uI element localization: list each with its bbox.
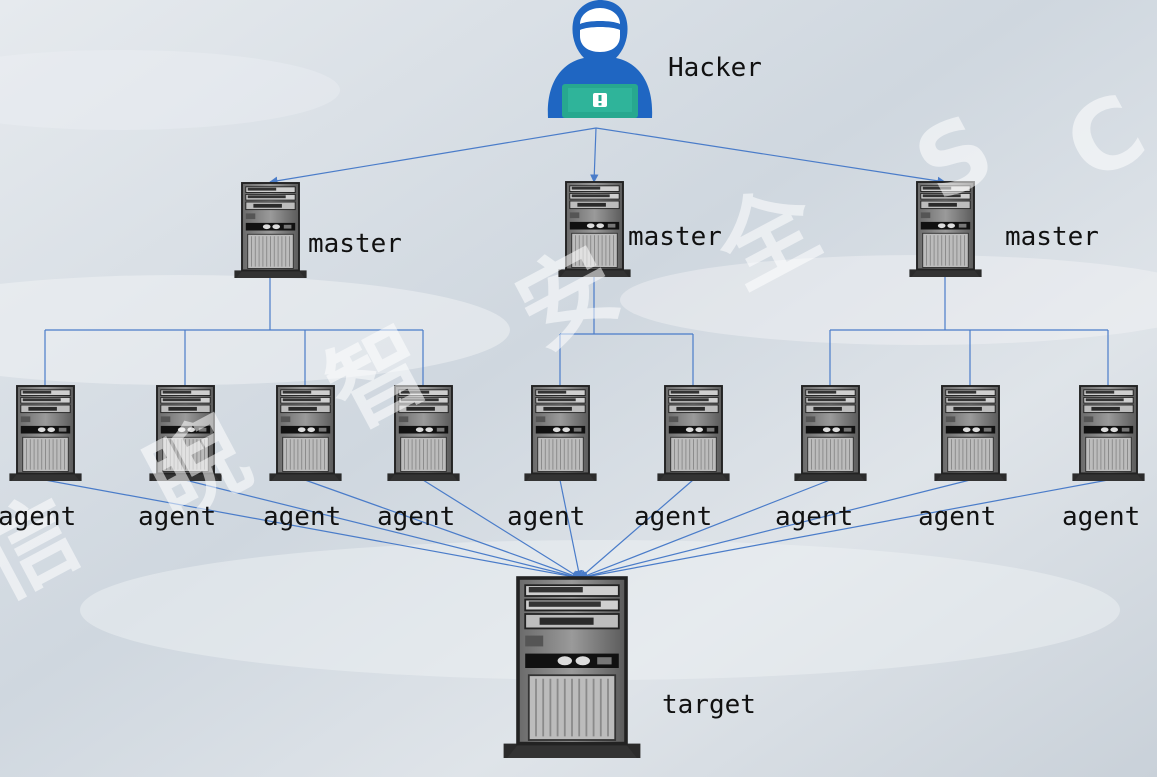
agent-server-icon	[1071, 385, 1146, 482]
target-label: target	[662, 690, 756, 720]
agent-label: agent	[0, 502, 77, 532]
agent-server-icon	[8, 385, 83, 482]
arrow-agent-to-target	[44, 479, 581, 581]
target-server-icon	[501, 576, 643, 760]
agent-label: agent	[634, 502, 713, 532]
arrow-hacker-to-master	[269, 127, 597, 185]
agent-label: agent	[1062, 502, 1141, 532]
agent-server-icon	[793, 385, 868, 482]
agent-server-icon	[268, 385, 343, 482]
hacker-icon	[547, 0, 653, 118]
agent-server-icon	[933, 385, 1008, 482]
arrow-agent-to-target	[559, 479, 583, 579]
agent-label: agent	[138, 502, 217, 532]
hacker-label: Hacker	[668, 53, 762, 83]
master-server-icon	[233, 182, 308, 279]
arrow-agent-to-target	[579, 479, 694, 579]
agent-server-icon	[656, 385, 731, 482]
agent-label: agent	[775, 502, 854, 532]
agent-server-icon	[523, 385, 598, 482]
arrow-hacker-to-master	[590, 127, 599, 183]
agent-label: agent	[377, 502, 456, 532]
master-label: master	[628, 222, 722, 252]
master-label: master	[308, 229, 402, 259]
arrow-agent-to-target	[579, 479, 831, 580]
arrow-agent-to-target	[184, 479, 581, 581]
agent-label: agent	[918, 502, 997, 532]
arrow-hacker-to-master	[595, 127, 946, 185]
agent-label: agent	[263, 502, 342, 532]
arrow-agent-to-target	[579, 479, 1109, 581]
arrow-agent-to-target	[422, 479, 581, 579]
arrow-agent-to-target	[579, 479, 971, 581]
arrow-agent-to-target	[304, 479, 581, 580]
master-label: master	[1005, 222, 1099, 252]
agent-label: agent	[507, 502, 586, 532]
